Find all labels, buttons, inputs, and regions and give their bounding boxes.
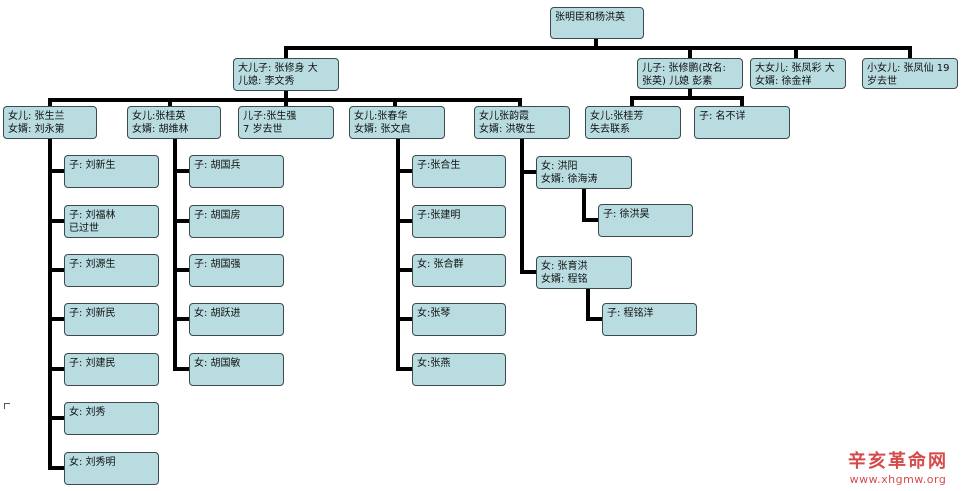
col-a-node-4: 子: 刘新民 bbox=[64, 303, 159, 336]
col-e-node-2-child: 子: 程铭洋 bbox=[602, 303, 697, 336]
col-d-node-4: 女:张琴 bbox=[412, 303, 506, 336]
col-a-node-2: 子: 刘福林 已过世 bbox=[64, 205, 159, 238]
level2-node-f: 女儿:张桂芳 失去联系 bbox=[585, 106, 681, 139]
col-b-node-4: 女: 胡跃进 bbox=[189, 303, 284, 336]
watermark-url: www.xhgmw.org bbox=[849, 473, 947, 486]
col-b-node-1: 子: 胡国兵 bbox=[189, 155, 284, 188]
watermark-title: 辛亥革命网 bbox=[848, 451, 948, 472]
col-b-node-5: 女: 胡国敏 bbox=[189, 353, 284, 386]
level1-node-youngest-daughter: 小女儿: 张凤仙 19 岁去世 bbox=[862, 58, 958, 89]
col-a-node-5: 子: 刘建民 bbox=[64, 353, 159, 386]
level2-node-g: 子: 名不详 bbox=[694, 106, 790, 139]
col-a-node-6: 女: 刘秀 bbox=[64, 402, 159, 435]
col-d-node-2: 子:张建明 bbox=[412, 205, 506, 238]
col-b-node-3: 子: 胡国强 bbox=[189, 254, 284, 287]
level2-node-b: 女儿:张桂英 女婿: 胡维林 bbox=[127, 106, 221, 139]
col-e-node-2: 女: 张育洪 女婿: 程铭 bbox=[536, 256, 632, 289]
col-d-node-3: 女: 张合群 bbox=[412, 254, 506, 287]
col-d-node-1: 子:张合生 bbox=[412, 155, 506, 188]
level1-node-eldest-son: 大儿子: 张修身 大 儿媳: 李文秀 bbox=[233, 58, 339, 91]
col-a-node-3: 子: 刘源生 bbox=[64, 254, 159, 287]
level2-node-c: 儿子:张生强 7 岁去世 bbox=[238, 106, 334, 139]
col-a-node-7: 女: 刘秀明 bbox=[64, 452, 159, 485]
level1-node-eldest-daughter: 大女儿: 张凤彩 大 女婿: 徐金祥 bbox=[750, 58, 846, 89]
watermark: 辛亥革命网 www.xhgmw.org bbox=[836, 451, 960, 486]
col-d-node-5: 女:张燕 bbox=[412, 353, 506, 386]
col-e-node-1: 女: 洪阳 女婿: 徐海涛 bbox=[536, 156, 632, 189]
level1-node-son: 儿子: 张修鹏(改名: 张英) 儿媳 彭素 bbox=[637, 58, 743, 89]
level2-node-d: 女儿:张春华 女婿: 张文启 bbox=[349, 106, 445, 139]
col-b-node-2: 子: 胡国房 bbox=[189, 205, 284, 238]
level2-node-a: 女儿: 张生兰 女婿: 刘永第 bbox=[3, 106, 97, 139]
root-node: 张明臣和杨洪英 bbox=[550, 7, 644, 39]
corner-mark bbox=[4, 403, 10, 409]
col-e-node-1-child: 子: 徐洪昊 bbox=[598, 204, 693, 237]
level2-node-e: 女儿张韵霞 女婿: 洪敬生 bbox=[474, 106, 570, 139]
col-a-node-1: 子: 刘新生 bbox=[64, 155, 159, 188]
